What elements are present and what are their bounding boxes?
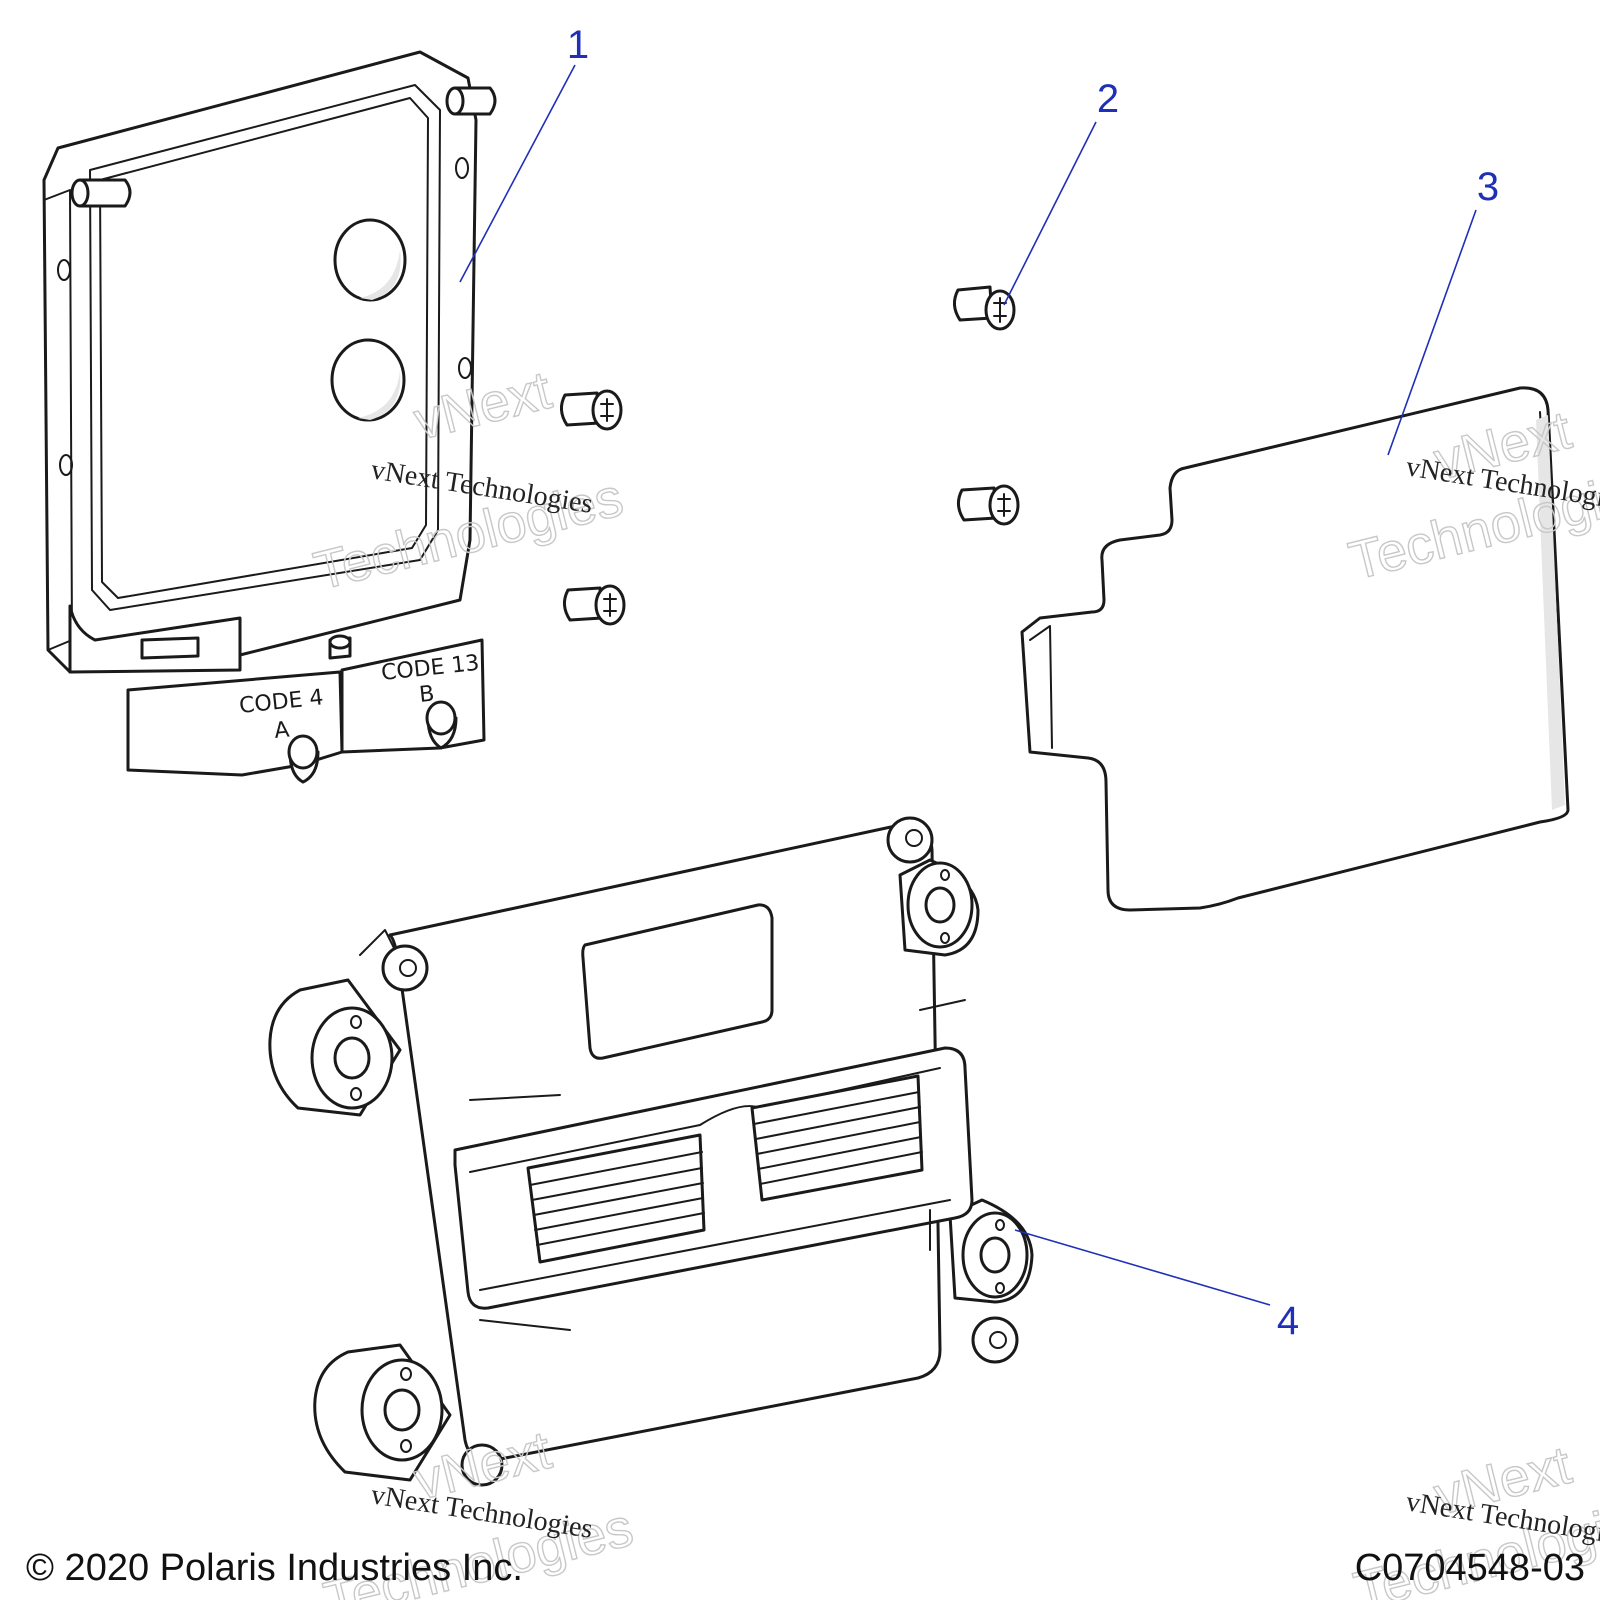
drawing-number: C0704548-03 [1355,1547,1585,1589]
callout-number: 3 [1477,165,1499,209]
screw-icon [560,389,623,431]
callout-number: 2 [1097,77,1119,121]
callout-1[interactable]: 1 [459,23,589,283]
connector-b-letter-label: B [418,682,436,708]
callout-number: 4 [1277,1299,1299,1343]
ecu-bracket-part[interactable]: CODE 4 A CODE 13 B [42,50,497,784]
callout-number: 1 [567,23,589,67]
ecu-module-part[interactable] [268,816,1034,1487]
screw-icon [563,584,626,626]
connector-a-letter-label: A [273,718,291,744]
callout-2[interactable]: 2 [1003,77,1119,306]
callout-4[interactable]: 4 [1014,1229,1299,1343]
copyright-text: © 2020 Polaris Industries Inc. [26,1547,523,1589]
screw-icon [957,484,1020,526]
callout-3[interactable]: 3 [1387,165,1499,456]
connector-pin-rows-left [526,1133,706,1264]
screw-icon [953,285,1016,331]
ecu-pad-part[interactable] [1020,386,1570,912]
connector-pin-rows-right [750,1074,924,1202]
screw-part-group[interactable] [560,285,1020,626]
